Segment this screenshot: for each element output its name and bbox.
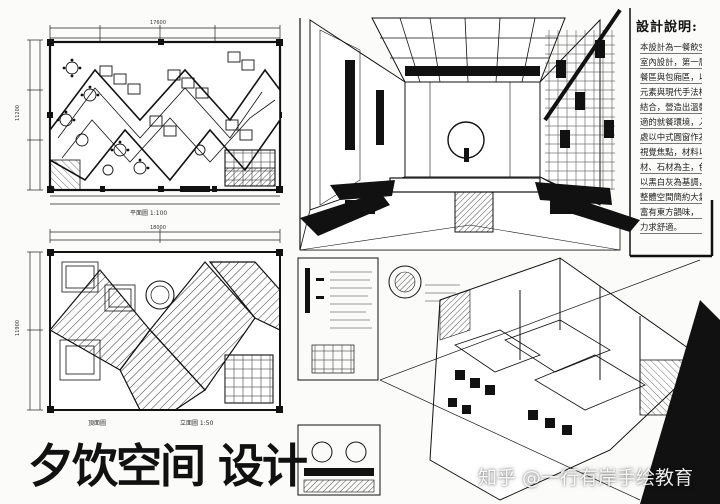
elevation-caption: 立面圖 1:50 xyxy=(180,420,214,427)
design-note-line: 整體空間簡約大氣， xyxy=(640,192,702,204)
design-note-line: 處以中式圓窗作為 xyxy=(640,132,702,144)
design-note-line: 視覺焦點，材料以木 xyxy=(640,147,702,159)
sheet-title: 夕饮空间 设计 xyxy=(28,439,308,493)
axonometric-view xyxy=(379,257,720,504)
design-note-line: 結合，營造出溫馨舒 xyxy=(640,102,702,114)
detail-sketches xyxy=(297,257,460,496)
design-note-line: 適的就餐環境，入口 xyxy=(640,117,702,129)
design-note-line: 餐區與包廂區，以傳統 xyxy=(640,72,702,84)
dim-side-upper: 11200 xyxy=(14,105,21,121)
design-note-line: 材、石材為主，色彩 xyxy=(640,162,702,174)
design-note-line: 本設計為一餐飲空間 xyxy=(640,42,702,54)
design-note-line: 以黑白灰為基調， xyxy=(640,177,702,189)
dim-top-upper: 17600 xyxy=(150,20,166,26)
notes-frame xyxy=(629,8,714,258)
floor-plan-upper xyxy=(27,25,283,205)
design-note-line: 富有東方韻味， xyxy=(640,207,702,219)
design-notes-title: 設計說明: xyxy=(636,20,698,35)
ceiling-plan-lower xyxy=(27,229,283,413)
design-note-line: 室內設計，第一層為就 xyxy=(640,57,702,69)
design-note-line: 元素與現代手法相 xyxy=(640,87,702,99)
ceiling-plan-caption: 頂面圖 xyxy=(88,420,107,427)
floor-plan-caption: 平面圖 1:100 xyxy=(130,210,168,217)
dim-side-lower: 11900 xyxy=(14,320,21,336)
interior-perspective xyxy=(299,8,640,251)
dim-top-lower: 18000 xyxy=(150,225,166,231)
design-note-line: 力求舒適。 xyxy=(640,222,702,234)
watermark: 知乎 @一行有岸手绘教育 xyxy=(478,467,694,489)
